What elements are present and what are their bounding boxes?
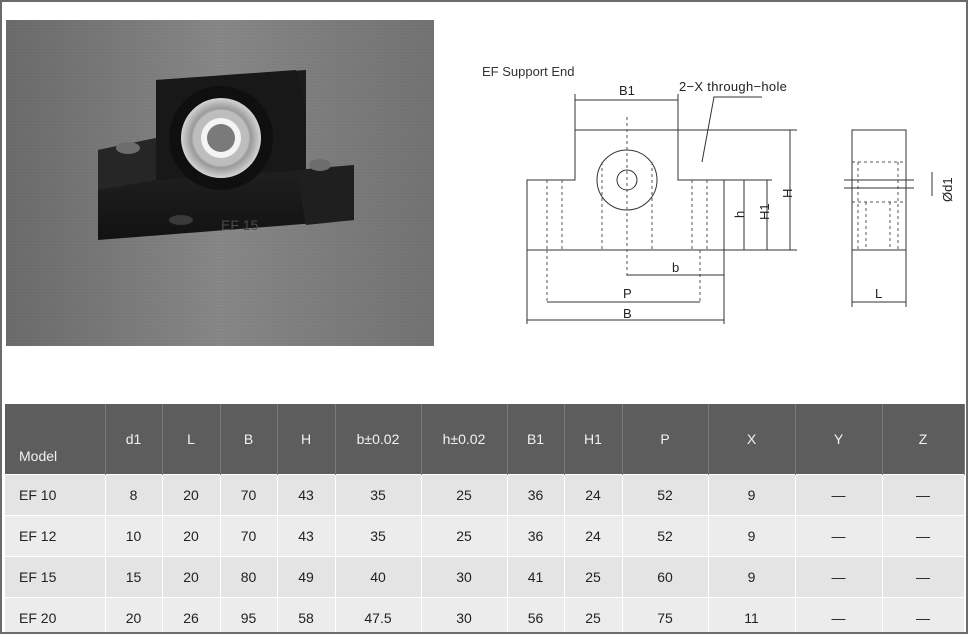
- table-cell: 25: [421, 515, 508, 557]
- table-cell: —: [882, 556, 965, 598]
- header-y: Y: [795, 404, 883, 475]
- drawing-title: EF Support End: [482, 64, 575, 79]
- table-cell: 36: [507, 474, 565, 516]
- dim-l: L: [875, 286, 882, 301]
- table-cell: 25: [421, 474, 508, 516]
- table-cell: 24: [564, 515, 623, 557]
- table-cell: 58: [277, 597, 336, 632]
- table-cell: 25: [564, 597, 623, 632]
- table-cell: 60: [622, 556, 709, 598]
- header-h: H: [277, 404, 336, 475]
- table-cell: 95: [220, 597, 278, 632]
- through-hole-label: 2−X through−hole: [679, 79, 788, 94]
- table-cell: 25: [564, 556, 623, 598]
- table-cell: —: [882, 474, 965, 516]
- table-cell: —: [795, 474, 883, 516]
- table-cell: 70: [220, 474, 278, 516]
- table-cell: 35: [335, 474, 422, 516]
- spec-table: Model d1 L B H b±0.02 h±0.02 B1 H1 P X Y…: [5, 404, 965, 632]
- table-cell: —: [882, 515, 965, 557]
- dim-h-small: h: [732, 211, 747, 218]
- header-d1: d1: [105, 404, 163, 475]
- table-cell: 80: [220, 556, 278, 598]
- dim-h: H: [780, 189, 795, 198]
- product-photo: EF 15: [6, 20, 434, 346]
- dim-b1: B1: [619, 83, 635, 98]
- table-cell: 30: [421, 556, 508, 598]
- technical-drawing: B1 H H1 h b P B Ød1 L: [526, 83, 955, 324]
- table-cell: 40: [335, 556, 422, 598]
- part-marking-text: EF 15: [221, 217, 259, 233]
- header-b1: B1: [507, 404, 565, 475]
- table-cell: 20: [162, 515, 221, 557]
- table-cell: 11: [708, 597, 796, 632]
- table-cell: 70: [220, 515, 278, 557]
- table-cell: 20: [162, 556, 221, 598]
- table-cell: 35: [335, 515, 422, 557]
- header-h1: H1: [564, 404, 623, 475]
- table-header-row: Model d1 L B H b±0.02 h±0.02 B1 H1 P X Y…: [5, 404, 965, 475]
- table-cell: 43: [277, 515, 336, 557]
- table-cell: —: [795, 597, 883, 632]
- header-x: X: [708, 404, 796, 475]
- table-cell: 26: [162, 597, 221, 632]
- dim-b: B: [623, 306, 632, 321]
- table-cell: 10: [105, 515, 163, 557]
- header-p: P: [622, 404, 709, 475]
- model-cell: EF 12: [5, 515, 106, 557]
- dim-b-small: b: [672, 260, 679, 275]
- header-model: Model: [5, 404, 106, 475]
- model-cell: EF 15: [5, 556, 106, 598]
- header-z: Z: [882, 404, 965, 475]
- dim-p: P: [623, 286, 632, 301]
- table-cell: 9: [708, 474, 796, 516]
- table-cell: 75: [622, 597, 709, 632]
- header-b: B: [220, 404, 278, 475]
- model-cell: EF 10: [5, 474, 106, 516]
- table-cell: —: [795, 556, 883, 598]
- model-cell: EF 20: [5, 597, 106, 632]
- table-cell: 8: [105, 474, 163, 516]
- table-cell: 20: [105, 597, 163, 632]
- header-h-tol: h±0.02: [421, 404, 508, 475]
- table-cell: —: [882, 597, 965, 632]
- table-cell: —: [795, 515, 883, 557]
- table-cell: 15: [105, 556, 163, 598]
- table-cell: 24: [564, 474, 623, 516]
- header-l: L: [162, 404, 221, 475]
- dim-d1: Ød1: [940, 177, 955, 202]
- table-cell: 43: [277, 474, 336, 516]
- table-cell: 49: [277, 556, 336, 598]
- table-cell: 36: [507, 515, 565, 557]
- dim-h1: H1: [757, 203, 772, 220]
- table-cell: 20: [162, 474, 221, 516]
- table-cell: 52: [622, 515, 709, 557]
- table-cell: 52: [622, 474, 709, 516]
- table-cell: 9: [708, 515, 796, 557]
- header-b-tol: b±0.02: [335, 404, 422, 475]
- table-cell: 41: [507, 556, 565, 598]
- table-cell: 30: [421, 597, 508, 632]
- ef-support-end-image: EF 15: [98, 70, 354, 240]
- table-cell: 9: [708, 556, 796, 598]
- table-cell: 56: [507, 597, 565, 632]
- table-cell: 47.5: [335, 597, 422, 632]
